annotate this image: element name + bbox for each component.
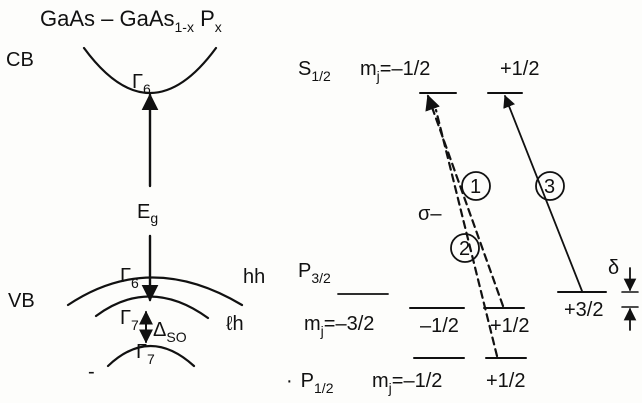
gamma6-cb-label: Γ6	[132, 71, 151, 97]
transition-3-arrow	[503, 94, 583, 292]
p32-plus-three-half-label: +3/2	[564, 299, 603, 321]
transition-1-number: 1	[470, 176, 481, 198]
gamma7-upper-label: Γ7	[120, 307, 139, 333]
delta-label: δ	[608, 257, 619, 279]
band-gap-label: Eg	[137, 201, 158, 226]
s-level-label: S1/2	[298, 58, 331, 84]
transition-3-number: 3	[544, 176, 555, 198]
split-off-band-curve	[106, 345, 196, 368]
diagram-title: GaAs – GaAs1-x Px	[40, 6, 222, 35]
s-mj-label: mj=–1/2	[360, 58, 430, 84]
gamma6-vb-label: Γ6	[120, 265, 139, 291]
transition-1-circle	[461, 171, 491, 201]
sigma-minus-label: σ–	[418, 203, 442, 225]
heavy-hole-band-curve	[66, 276, 244, 307]
cb-label: CB	[6, 49, 34, 71]
gamma7-lower-label: Γ7	[136, 341, 155, 367]
lh-label: ℓh	[226, 313, 244, 335]
transition-3-circle	[535, 171, 565, 201]
transition-1-arrow	[425, 94, 505, 308]
split-off-dash: -	[88, 361, 95, 383]
p32-plus-half-label: +1/2	[490, 315, 529, 337]
transition-2-arrow	[434, 108, 499, 358]
delta-so-label: ΔSO	[153, 319, 187, 345]
s-plus-half-label: +1/2	[500, 58, 539, 80]
p32-minus-half-label: –1/2	[420, 315, 459, 337]
vb-label: VB	[8, 290, 35, 312]
light-hole-band-curve	[94, 295, 210, 320]
hh-label: hh	[243, 266, 265, 288]
p12-plus-half-label: +1/2	[486, 370, 525, 392]
transition-2-number: 2	[459, 238, 470, 260]
p12-mj-label: mj=–1/2	[372, 370, 442, 396]
conduction-band-curve	[82, 46, 218, 95]
transition-2-circle	[450, 233, 480, 263]
p32-level-label: P3/2	[298, 260, 331, 286]
p12-level-label: ·P1/2	[286, 370, 334, 396]
p32-mj-label: mj=–3/2	[304, 313, 374, 339]
